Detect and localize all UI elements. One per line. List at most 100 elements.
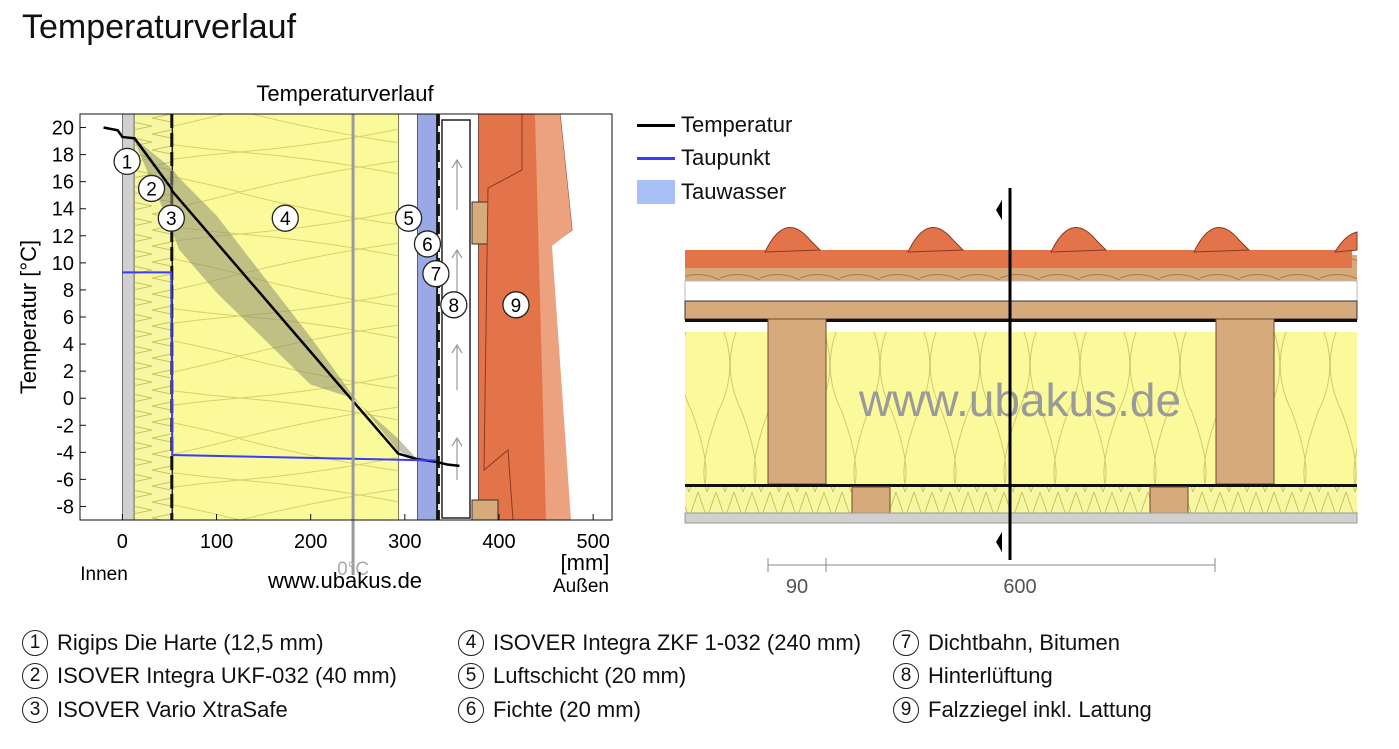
rafter xyxy=(767,318,827,485)
layer-number-circle xyxy=(422,260,450,288)
y-tick-label: 20 xyxy=(52,118,74,140)
inside-label: Innen xyxy=(80,564,128,585)
y-tick-label: -2 xyxy=(56,415,74,437)
zero-degree-marker: 0°C xyxy=(337,114,369,580)
batten xyxy=(471,499,499,521)
page-title: Temperaturverlauf xyxy=(22,8,297,46)
air-layer xyxy=(685,322,1357,332)
legend-temperature: Temperatur xyxy=(637,112,792,138)
y-tick-label: 10 xyxy=(52,253,74,275)
roof-tiles-row xyxy=(685,227,1358,268)
legend-patch-swatch xyxy=(637,180,675,204)
layer-legend-label: Luftschicht (20 mm) xyxy=(493,663,687,688)
y-tick-label: -4 xyxy=(56,442,74,464)
section-cut-marker xyxy=(996,188,1012,560)
layer-legend-number: 9 xyxy=(893,697,919,723)
service-insulation-pattern xyxy=(685,487,1357,513)
service-batten xyxy=(851,486,891,514)
layer-legend-number: 4 xyxy=(458,630,484,656)
x-tick-label: 0 xyxy=(117,531,128,553)
legend-line-swatch xyxy=(637,156,675,160)
layer-legend-item-8: 8 Hinterlüftung xyxy=(893,663,1053,689)
y-tick-label: 2 xyxy=(63,361,74,383)
rafter xyxy=(1215,318,1275,485)
layer-number-circle xyxy=(413,230,442,258)
layer-number-label: 6 xyxy=(422,235,433,256)
service-batten xyxy=(1149,486,1189,514)
y-axis-label: Temperatur [°C] xyxy=(16,240,41,394)
y-tick-label: 14 xyxy=(52,199,74,221)
layer-legend-label: Dichtbahn, Bitumen xyxy=(928,630,1120,655)
roof-section-drawing: www.ubakus.de 90 600 xyxy=(684,188,1358,598)
outside-label: Außen xyxy=(553,576,609,597)
layer-legend-number: 5 xyxy=(458,663,484,689)
membrane-line xyxy=(685,319,1357,322)
layer-number-circle xyxy=(157,204,185,232)
y-tick-label: 0 xyxy=(63,388,74,410)
layer-legend-label: ISOVER Integra UKF-032 (40 mm) xyxy=(57,663,397,688)
y-tick-label: 16 xyxy=(52,172,74,194)
layer-number-circle xyxy=(113,147,141,176)
layer-number-label: 4 xyxy=(280,209,291,230)
layer-number-label: 3 xyxy=(166,209,177,230)
layer-legend-label: Falzziegel inkl. Lattung xyxy=(928,697,1152,722)
chart-title: Temperaturverlauf xyxy=(256,81,434,106)
legend-label: Tauwasser xyxy=(681,179,787,204)
temperature-line xyxy=(103,126,460,468)
layer-legend-label: Hinterlüftung xyxy=(928,663,1053,688)
layer-legend-label: Rigips Die Harte (12,5 mm) xyxy=(57,630,324,655)
vapor-barrier xyxy=(685,484,1357,487)
layer-legend-number: 2 xyxy=(22,663,48,689)
layer-number-label: 5 xyxy=(403,209,414,230)
y-tick-label: -6 xyxy=(56,469,74,491)
x-tick-label: 300 xyxy=(388,531,421,553)
layer-legend-number: 8 xyxy=(893,663,919,689)
layer-number-label: 1 xyxy=(122,152,133,173)
layer-number-circle xyxy=(137,174,166,203)
layer-number-label: 2 xyxy=(146,179,157,200)
layer-legend-item-6: 6 Fichte (20 mm) xyxy=(458,697,641,723)
y-tick-label: 4 xyxy=(63,334,74,356)
legend-label: Taupunkt xyxy=(681,145,771,170)
layer-legend-item-2: 2 ISOVER Integra UKF-032 (40 mm) xyxy=(22,663,397,689)
roof-details xyxy=(441,113,573,521)
chart-watermark: www.ubakus.de xyxy=(267,568,422,593)
y-tick-label: 8 xyxy=(63,280,74,302)
condensation-band xyxy=(134,138,418,460)
layer-legend-label: ISOVER Vario XtraSafe xyxy=(57,697,288,722)
y-tick-label: -8 xyxy=(56,496,74,518)
section-watermark: www.ubakus.de xyxy=(858,374,1181,426)
legend-line-swatch xyxy=(637,123,675,127)
layer-legend-item-9: 9 Falzziegel inkl. Lattung xyxy=(893,697,1152,723)
layer-legend-item-3: 3 ISOVER Vario XtraSafe xyxy=(22,697,288,723)
x-tick-label: 500 xyxy=(576,531,609,553)
layer-number-circle xyxy=(271,204,299,232)
legend-dew-point: Taupunkt xyxy=(637,145,770,171)
zero-degree-label: 0°C xyxy=(337,559,369,580)
ventilation-gap xyxy=(684,280,1358,302)
layer-legend-label: Fichte (20 mm) xyxy=(493,697,641,722)
series-lines xyxy=(103,126,460,468)
counter-battens xyxy=(684,300,1358,320)
layer-legend-number: 6 xyxy=(458,697,484,723)
layer-legend-number: 3 xyxy=(22,697,48,723)
batten-zone xyxy=(441,119,471,519)
dew-point-line xyxy=(122,271,436,462)
layer-number-label: 8 xyxy=(449,296,460,317)
dimension-lines xyxy=(767,558,1216,572)
layer-number-circle xyxy=(394,204,423,232)
legend-label: Temperatur xyxy=(681,112,793,137)
layer-legend-item-5: 5 Luftschicht (20 mm) xyxy=(458,663,686,689)
dimension-label: 90 xyxy=(786,576,808,598)
layer-number-label: 7 xyxy=(431,265,442,286)
roof-tile-highlight xyxy=(535,114,572,520)
y-tick-label: 18 xyxy=(52,145,74,167)
x-tick-label: 100 xyxy=(200,531,233,553)
x-axis-label: [mm] xyxy=(561,550,610,575)
